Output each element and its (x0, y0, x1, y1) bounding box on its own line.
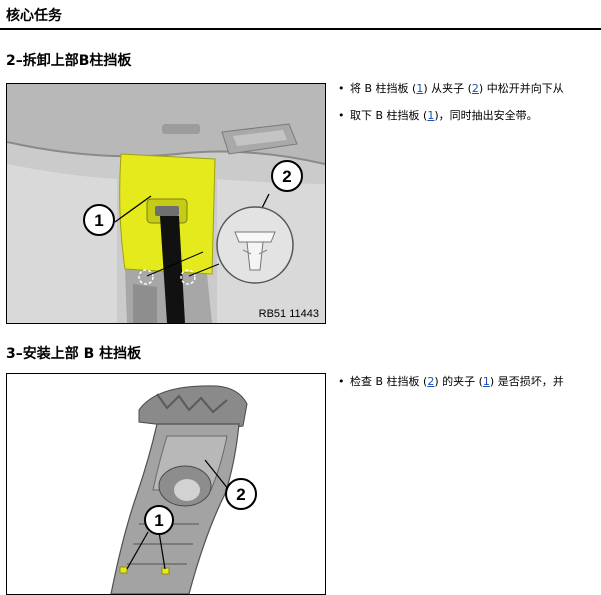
figure-install-b-pillar: 2 1 (6, 373, 326, 595)
callout-1: 1 (154, 511, 163, 530)
ref-link-clip[interactable]: 2 (471, 82, 479, 95)
section-3-heading: 3–安装上部 B 柱挡板 (6, 346, 142, 362)
ref-link-panel[interactable]: 1 (427, 109, 435, 122)
install-steps-list: 检查 B 柱挡板 (2) 的夹子 (1) 是否损坏，并 (338, 375, 564, 402)
figure-remove-b-pillar: 1 2 RB51 11443 (6, 83, 326, 324)
removal-step-2: 取下 B 柱挡板 (1)，同时抽出安全带。 (338, 109, 564, 123)
page-title: 核心任务 (6, 8, 62, 24)
section-2-heading: 2–拆卸上部B柱挡板 (6, 53, 132, 69)
figure-reference-number: RB51 11443 (258, 308, 319, 320)
install-step-1: 检查 B 柱挡板 (2) 的夹子 (1) 是否损坏，并 (338, 375, 564, 389)
callout-2: 2 (282, 167, 291, 186)
ref-link-panel[interactable]: 1 (416, 82, 424, 95)
b-pillar-removal-illustration: 1 2 (7, 84, 325, 323)
b-pillar-install-illustration: 2 1 (7, 374, 325, 594)
ref-link-clip[interactable]: 1 (482, 375, 490, 388)
callout-2: 2 (236, 485, 245, 504)
callout-1: 1 (94, 211, 103, 230)
ref-link-panel[interactable]: 2 (427, 375, 435, 388)
removal-step-1: 将 B 柱挡板 (1) 从夹子 (2) 中松开并向下从 (338, 82, 564, 96)
title-divider (0, 28, 601, 30)
removal-steps-list: 将 B 柱挡板 (1) 从夹子 (2) 中松开并向下从 取下 B 柱挡板 (1)… (338, 82, 564, 136)
